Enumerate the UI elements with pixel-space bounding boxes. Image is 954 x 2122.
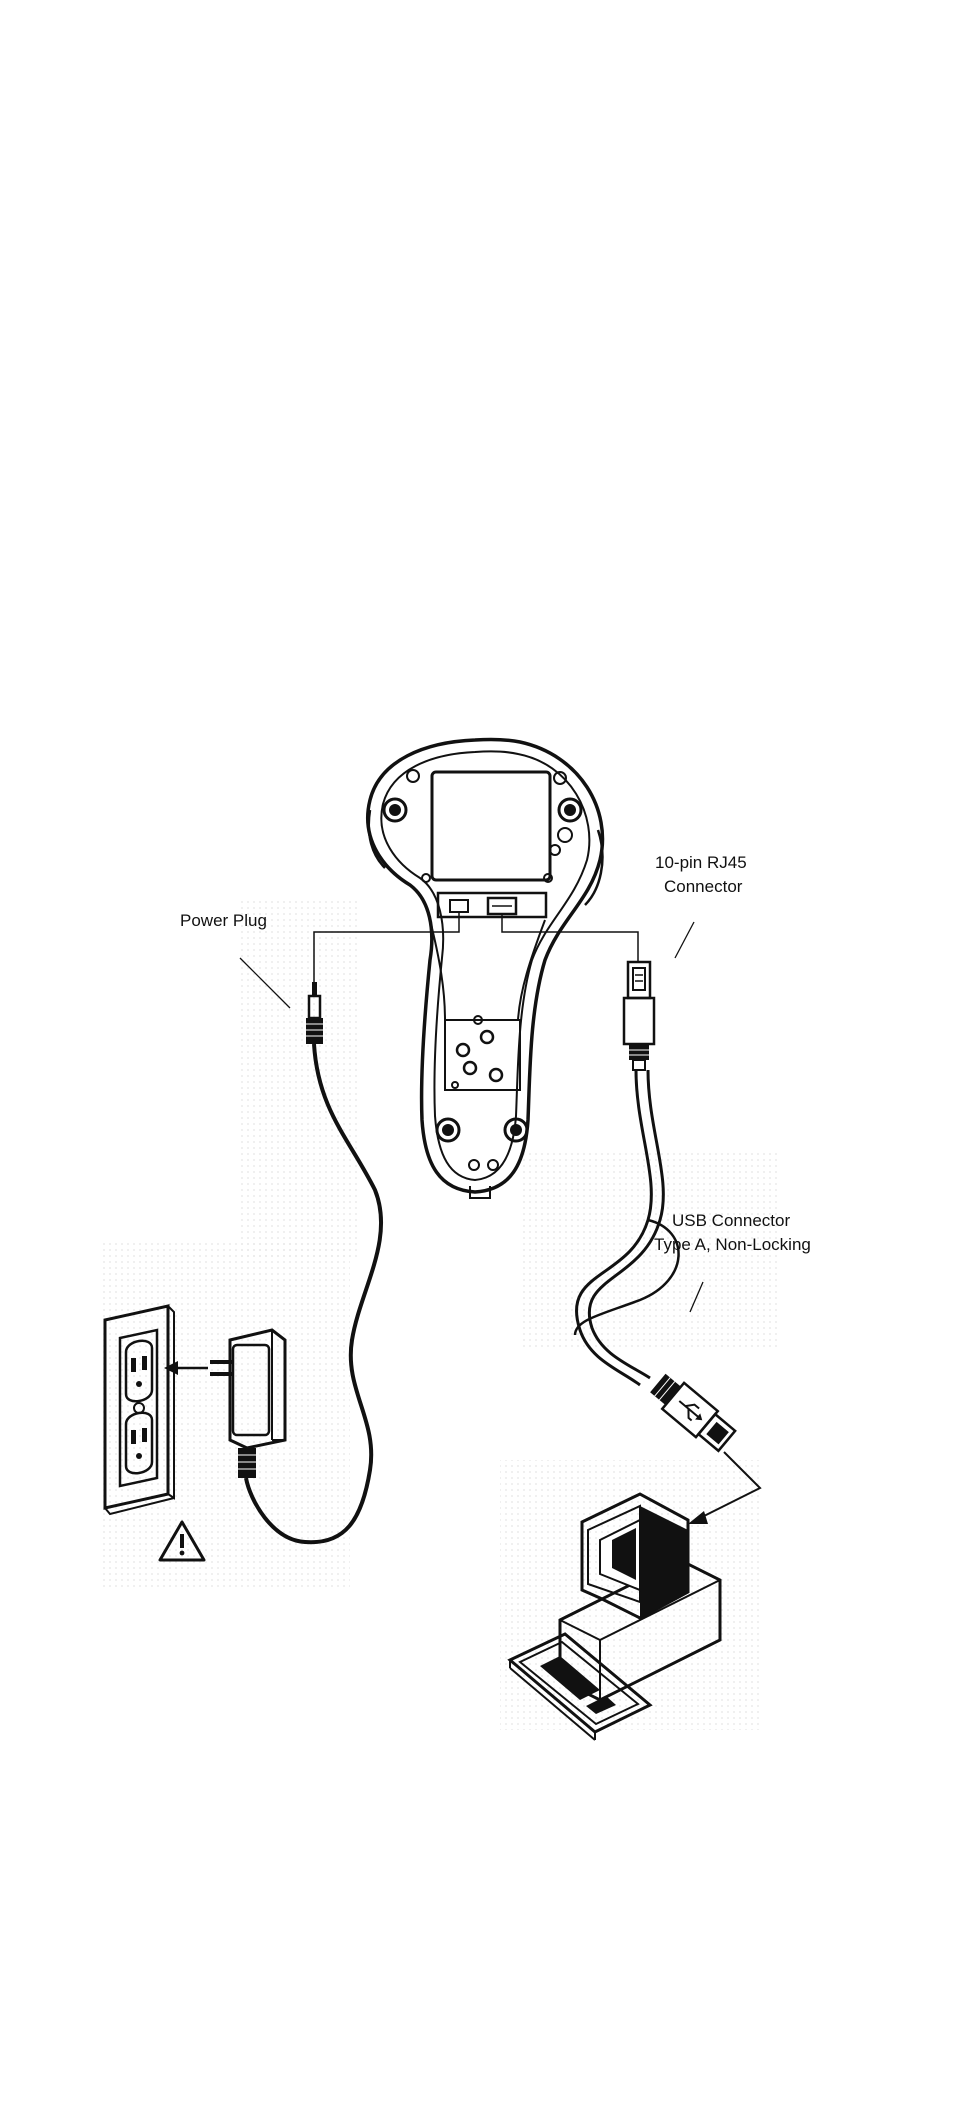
halftone-background xyxy=(100,900,780,1730)
label-power-plug: Power Plug xyxy=(180,911,267,930)
jack-leader-lines xyxy=(313,912,639,982)
cradle-base xyxy=(366,737,605,1199)
label-usb-line2: Type A, Non-Locking xyxy=(654,1235,811,1254)
connect-arrow xyxy=(688,1451,762,1524)
rj45-connector xyxy=(622,960,656,1071)
usb-icon xyxy=(678,1400,703,1422)
leader-rj45 xyxy=(674,921,695,959)
power-cable xyxy=(244,1043,384,1545)
usb-connector xyxy=(650,1373,737,1453)
computer xyxy=(507,1492,722,1741)
power-plug xyxy=(306,982,323,1044)
label-rj45-line2: Connector xyxy=(664,877,743,896)
wall-outlet xyxy=(103,1304,175,1516)
mounting-feet xyxy=(382,797,583,1143)
label-rj45-line1: 10-pin RJ45 xyxy=(655,853,747,872)
leader-usb xyxy=(689,1281,704,1313)
usb-cable xyxy=(573,1069,680,1387)
label-usb-line1: USB Connector xyxy=(672,1211,790,1230)
power-jack xyxy=(449,899,469,913)
ac-adapter xyxy=(210,1328,287,1478)
warning-icon xyxy=(158,1520,206,1562)
leader-power-plug xyxy=(239,957,291,1009)
